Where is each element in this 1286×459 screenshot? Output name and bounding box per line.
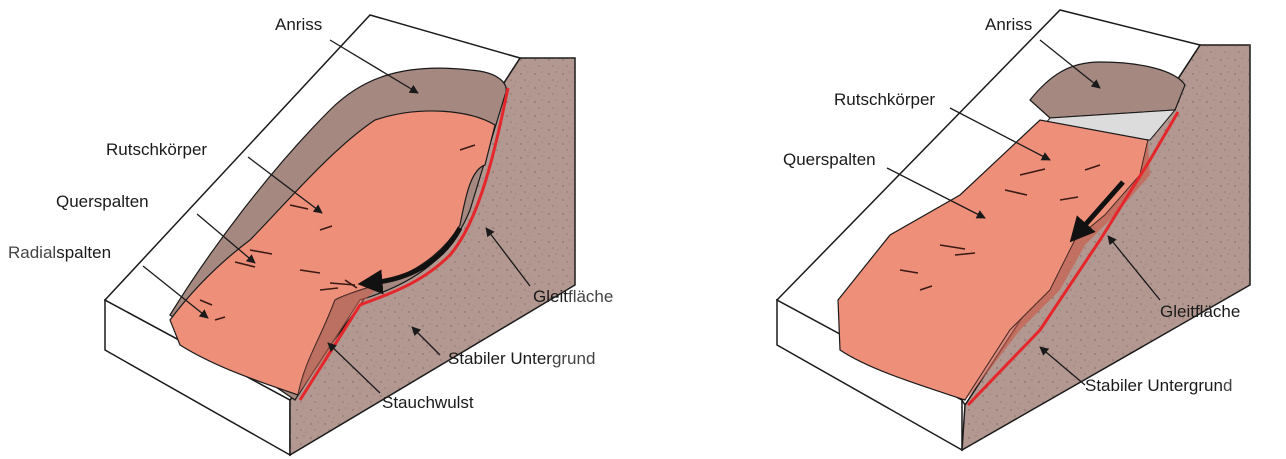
label-stabiler-part1: Stabiler Unter: [448, 349, 552, 368]
translational-slide-diagram: Anriss Rutschkörper Querspalten Gleitflä…: [777, 10, 1250, 450]
label-anriss: Anriss: [985, 15, 1032, 34]
label-radialspalten: Radialspalten: [8, 243, 111, 262]
label-anriss: Anriss: [275, 15, 322, 34]
label-stabiler-part2: grund: [552, 349, 595, 368]
label-gleitflaeche: Gleitfläche: [533, 287, 613, 306]
rotational-slide-diagram: Anriss Rutschkörper Querspalten Radialsp…: [8, 15, 613, 455]
label-gleitflaeche: Gleitfläche: [1160, 302, 1240, 321]
label-rutschkoerper: Rutschkörper: [106, 140, 207, 159]
label-radialspalten-part2: spalten: [56, 243, 111, 262]
label-radialspalten-part1: Radial: [8, 243, 56, 262]
label-rutschkoerper: Rutschkörper: [834, 90, 935, 109]
label-stabiler-untergrund: Stabiler Untergrund: [448, 349, 595, 368]
label-querspalten: Querspalten: [783, 150, 876, 169]
label-stauchwulst: Stauchwulst: [382, 393, 474, 412]
label-stabiler-untergrund: Stabiler Untergrund: [1085, 376, 1232, 395]
label-gleitflaeche-part1: Gleit: [533, 287, 568, 306]
label-stabiler-part2: d: [1223, 376, 1232, 395]
label-gleitflaeche-part2: fläche: [568, 287, 613, 306]
label-stabiler-part1: Stabiler Untergrun: [1085, 376, 1223, 395]
label-querspalten: Querspalten: [56, 192, 149, 211]
